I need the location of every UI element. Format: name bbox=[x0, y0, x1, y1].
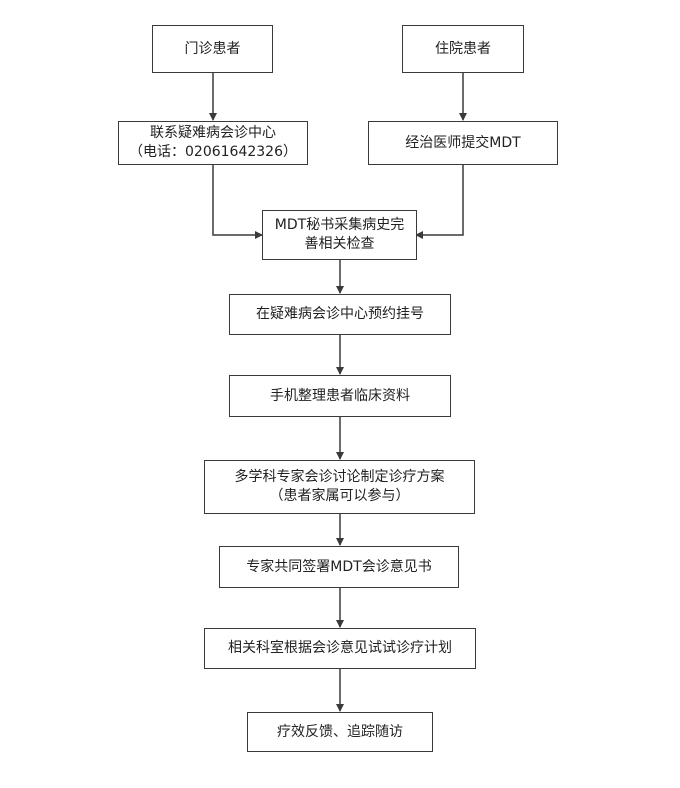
node-treatment-plan: 相关科室根据会诊意见试试诊疗计划 bbox=[204, 628, 476, 669]
node-secretary-collect: MDT秘书采集病史完 善相关检查 bbox=[262, 210, 417, 260]
node-doctor-submit: 经治医师提交MDT bbox=[368, 121, 558, 165]
node-followup: 疗效反馈、追踪随访 bbox=[247, 712, 433, 752]
node-doctor-submit-text: 经治医师提交MDT bbox=[405, 134, 521, 151]
arrow-doctor-to-secretary bbox=[415, 165, 464, 239]
node-outpatient-text: 门诊患者 bbox=[184, 40, 241, 57]
node-outpatient: 门诊患者 bbox=[152, 25, 273, 73]
node-register: 在疑难病会诊中心预约挂号 bbox=[229, 294, 451, 335]
node-inpatient-text: 住院患者 bbox=[435, 40, 491, 57]
node-discussion-line-1: 多学科专家会诊讨论制定诊疗方案 bbox=[234, 469, 445, 485]
node-register-text: 在疑难病会诊中心预约挂号 bbox=[256, 306, 424, 322]
node-discussion-line-2: （患者家属可以参与） bbox=[269, 488, 410, 504]
node-inpatient: 住院患者 bbox=[402, 25, 524, 73]
node-contact-center-line-1: 联系疑难病会诊中心 bbox=[150, 125, 276, 141]
node-secretary-collect-line-2: 善相关检查 bbox=[304, 236, 375, 252]
node-secretary-collect-line-1: MDT秘书采集病史完 bbox=[274, 217, 405, 233]
node-sign-opinion-text: 专家共同签署MDT会诊意见书 bbox=[246, 558, 432, 575]
node-organize-data: 手机整理患者临床资料 bbox=[229, 375, 451, 417]
node-sign-opinion: 专家共同签署MDT会诊意见书 bbox=[219, 546, 459, 588]
node-followup-text: 疗效反馈、追踪随访 bbox=[277, 723, 403, 740]
arrow-contact-to-secretary bbox=[212, 165, 263, 239]
node-treatment-plan-text: 相关科室根据会诊意见试试诊疗计划 bbox=[228, 640, 452, 656]
node-contact-center-line-2: （电话：02061642326） bbox=[129, 144, 297, 160]
node-organize-data-text: 手机整理患者临床资料 bbox=[270, 387, 410, 404]
node-contact-center: 联系疑难病会诊中心 （电话：02061642326） bbox=[118, 121, 308, 165]
node-discussion: 多学科专家会诊讨论制定诊疗方案 （患者家属可以参与） bbox=[204, 460, 475, 514]
